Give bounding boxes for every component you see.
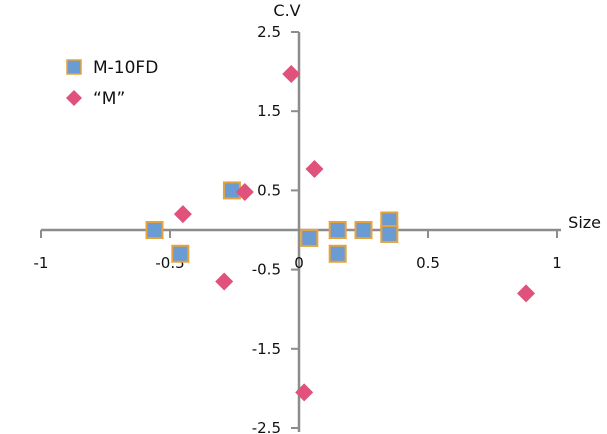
data-point-m [295,383,314,402]
x-tick-label: -1 [34,254,49,272]
y-ticks: -2.5 -1.5 -0.5 0.5 1.5 2.5 [252,23,299,434]
data-point-m [305,160,324,179]
data-point-m10fd [171,244,190,263]
y-tick-label: -1.5 [252,340,281,358]
plot-points [145,64,536,402]
x-tick-label: 0 [294,254,304,272]
y-axis-title: C.V [273,1,300,20]
data-point-m [235,182,254,201]
data-point-m10fd [145,221,164,239]
y-tick-label: -2.5 [252,419,281,434]
x-axis-title: Size [568,213,601,232]
x-tick-label: 1 [552,254,562,272]
data-point-m [215,272,234,291]
legend-marker-square [66,59,82,75]
x-tick-label: 0.5 [416,254,440,272]
y-tick-label: 1.5 [257,102,281,120]
data-point-m [282,64,301,83]
y-tick-label: 2.5 [257,23,281,41]
legend-label-m: “M” [93,89,125,109]
legend: M-10FD “M” [66,58,158,109]
legend-label-m10fd: M-10FD [93,58,158,78]
y-tick-label: 0.5 [257,181,281,199]
legend-marker-diamond [66,90,82,106]
y-tick-label: -0.5 [252,261,281,279]
data-point-m [173,205,192,224]
data-point-m [517,284,536,303]
data-point-m10fd [354,221,373,239]
data-point-m10fd [300,228,319,247]
data-point-m10fd [328,221,347,239]
data-point-m10fd [380,224,399,243]
data-point-m10fd [328,244,347,263]
